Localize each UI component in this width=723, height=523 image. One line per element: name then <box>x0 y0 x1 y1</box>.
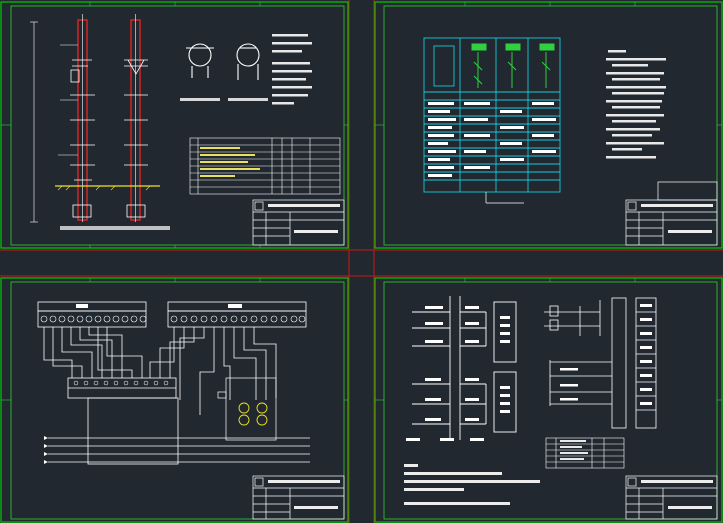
title-block-1 <box>252 199 345 246</box>
terminal-strip-right <box>167 301 307 328</box>
material-table <box>189 137 341 195</box>
sheet-3-meter-wiring <box>0 277 349 523</box>
sheet-1-pole-elevation <box>0 1 349 249</box>
sheet-2-cabinet-layout <box>374 1 723 249</box>
sheet-4-secondary-schematic <box>374 277 723 523</box>
pole-2-drawing <box>124 14 148 222</box>
title-block-2 <box>625 181 718 246</box>
switch-cabinet-panel <box>423 37 561 193</box>
equipment-table <box>545 437 625 469</box>
meter-block <box>67 377 179 465</box>
title-block-3 <box>252 475 345 520</box>
clamp-hoop-icon <box>186 43 260 80</box>
transformer-symbol <box>238 402 268 426</box>
title-block-4 <box>625 475 718 520</box>
